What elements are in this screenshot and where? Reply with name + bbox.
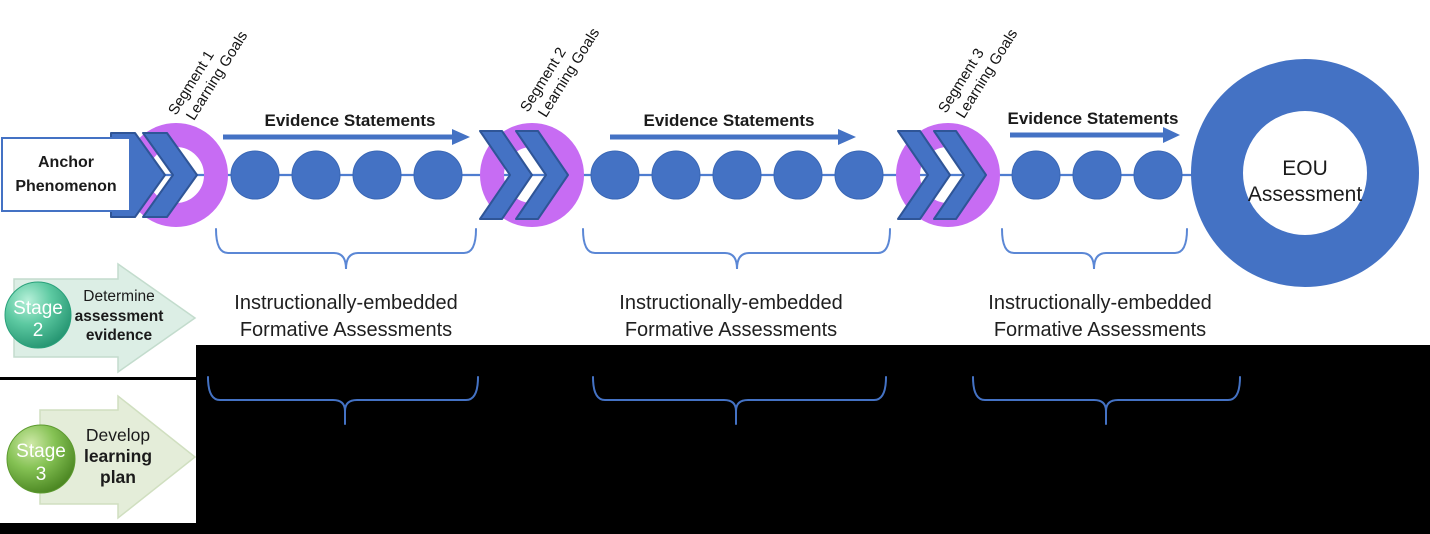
evidence-statements-label-2: Evidence Statements bbox=[643, 111, 814, 130]
svg-text:Formative Assessments: Formative Assessments bbox=[625, 319, 837, 341]
svg-text:Formative Assessments: Formative Assessments bbox=[240, 319, 452, 341]
formative-assessments-label-2: Instructionally-embedded Formative Asses… bbox=[619, 292, 842, 341]
evidence-circle bbox=[834, 150, 884, 200]
anchor-phenomenon-label-line1: Anchor bbox=[38, 154, 94, 171]
evidence-circle bbox=[1072, 150, 1122, 200]
evidence-arrow-1 bbox=[223, 129, 470, 145]
stage-2-badge-word: Stage bbox=[13, 298, 63, 319]
stage-3-badge-word: Stage bbox=[16, 441, 66, 462]
evidence-statements-label-3: Evidence Statements bbox=[1007, 109, 1178, 128]
evidence-circle bbox=[773, 150, 823, 200]
formative-brace-1 bbox=[215, 228, 477, 270]
stage-divider-line bbox=[0, 377, 196, 380]
evidence-arrow-3 bbox=[1010, 127, 1180, 143]
eou-assessment-ring bbox=[1191, 59, 1419, 287]
evidence-arrow-2 bbox=[610, 129, 856, 145]
evidence-circle bbox=[291, 150, 341, 200]
svg-text:Instructionally-embedded: Instructionally-embedded bbox=[988, 292, 1211, 314]
learning-plan-brace-2 bbox=[592, 376, 887, 425]
svg-text:Instructionally-embedded: Instructionally-embedded bbox=[619, 292, 842, 314]
chevron-icon-segment-3 bbox=[897, 130, 987, 220]
evidence-circle bbox=[230, 150, 280, 200]
evidence-circles-2 bbox=[590, 150, 884, 200]
learning-plan-brace-3 bbox=[972, 376, 1241, 425]
svg-text:learning: learning bbox=[84, 446, 152, 466]
evidence-circle bbox=[413, 150, 463, 200]
stage-2-badge-number: 2 bbox=[33, 320, 44, 341]
svg-text:Develop: Develop bbox=[86, 425, 150, 445]
stage-3-badge-number: 3 bbox=[36, 464, 47, 485]
stage-3-badge bbox=[6, 424, 76, 494]
svg-text:evidence: evidence bbox=[86, 327, 153, 344]
stage-2-description: Determine assessment evidence bbox=[75, 288, 164, 344]
evidence-circles-3 bbox=[1011, 150, 1183, 200]
evidence-circle bbox=[590, 150, 640, 200]
eou-label-line2: Assessment bbox=[1248, 183, 1363, 206]
stage-3-arrow bbox=[39, 394, 197, 520]
formative-assessments-label-1: Instructionally-embedded Formative Asses… bbox=[234, 292, 457, 341]
bottom-black-strip bbox=[0, 523, 196, 534]
formative-brace-2 bbox=[582, 228, 891, 270]
anchor-phenomenon-box bbox=[1, 137, 131, 212]
evidence-circle bbox=[1011, 150, 1061, 200]
stage-3-description: Develop learning plan bbox=[84, 425, 152, 487]
eou-label-line1: EOU bbox=[1282, 157, 1328, 180]
svg-text:Instructionally-embedded: Instructionally-embedded bbox=[234, 292, 457, 314]
formative-assessments-label-3: Instructionally-embedded Formative Asses… bbox=[988, 292, 1211, 341]
evidence-statements-label-1: Evidence Statements bbox=[264, 111, 435, 130]
svg-text:assessment: assessment bbox=[75, 308, 164, 325]
evidence-circle bbox=[651, 150, 701, 200]
evidence-circle bbox=[712, 150, 762, 200]
svg-text:Determine: Determine bbox=[83, 288, 155, 305]
svg-text:plan: plan bbox=[100, 467, 136, 487]
evidence-circles-1 bbox=[230, 150, 463, 200]
formative-brace-3 bbox=[1001, 228, 1188, 270]
learning-plan-brace-1 bbox=[207, 376, 479, 425]
evidence-circle bbox=[352, 150, 402, 200]
redacted-region bbox=[196, 345, 1430, 534]
svg-text:Formative Assessments: Formative Assessments bbox=[994, 319, 1206, 341]
anchor-phenomenon-label-line2: Phenomenon bbox=[15, 178, 116, 195]
stage-2-badge bbox=[4, 281, 72, 349]
chevron-icon-segment-2 bbox=[479, 130, 569, 220]
evidence-circle bbox=[1133, 150, 1183, 200]
